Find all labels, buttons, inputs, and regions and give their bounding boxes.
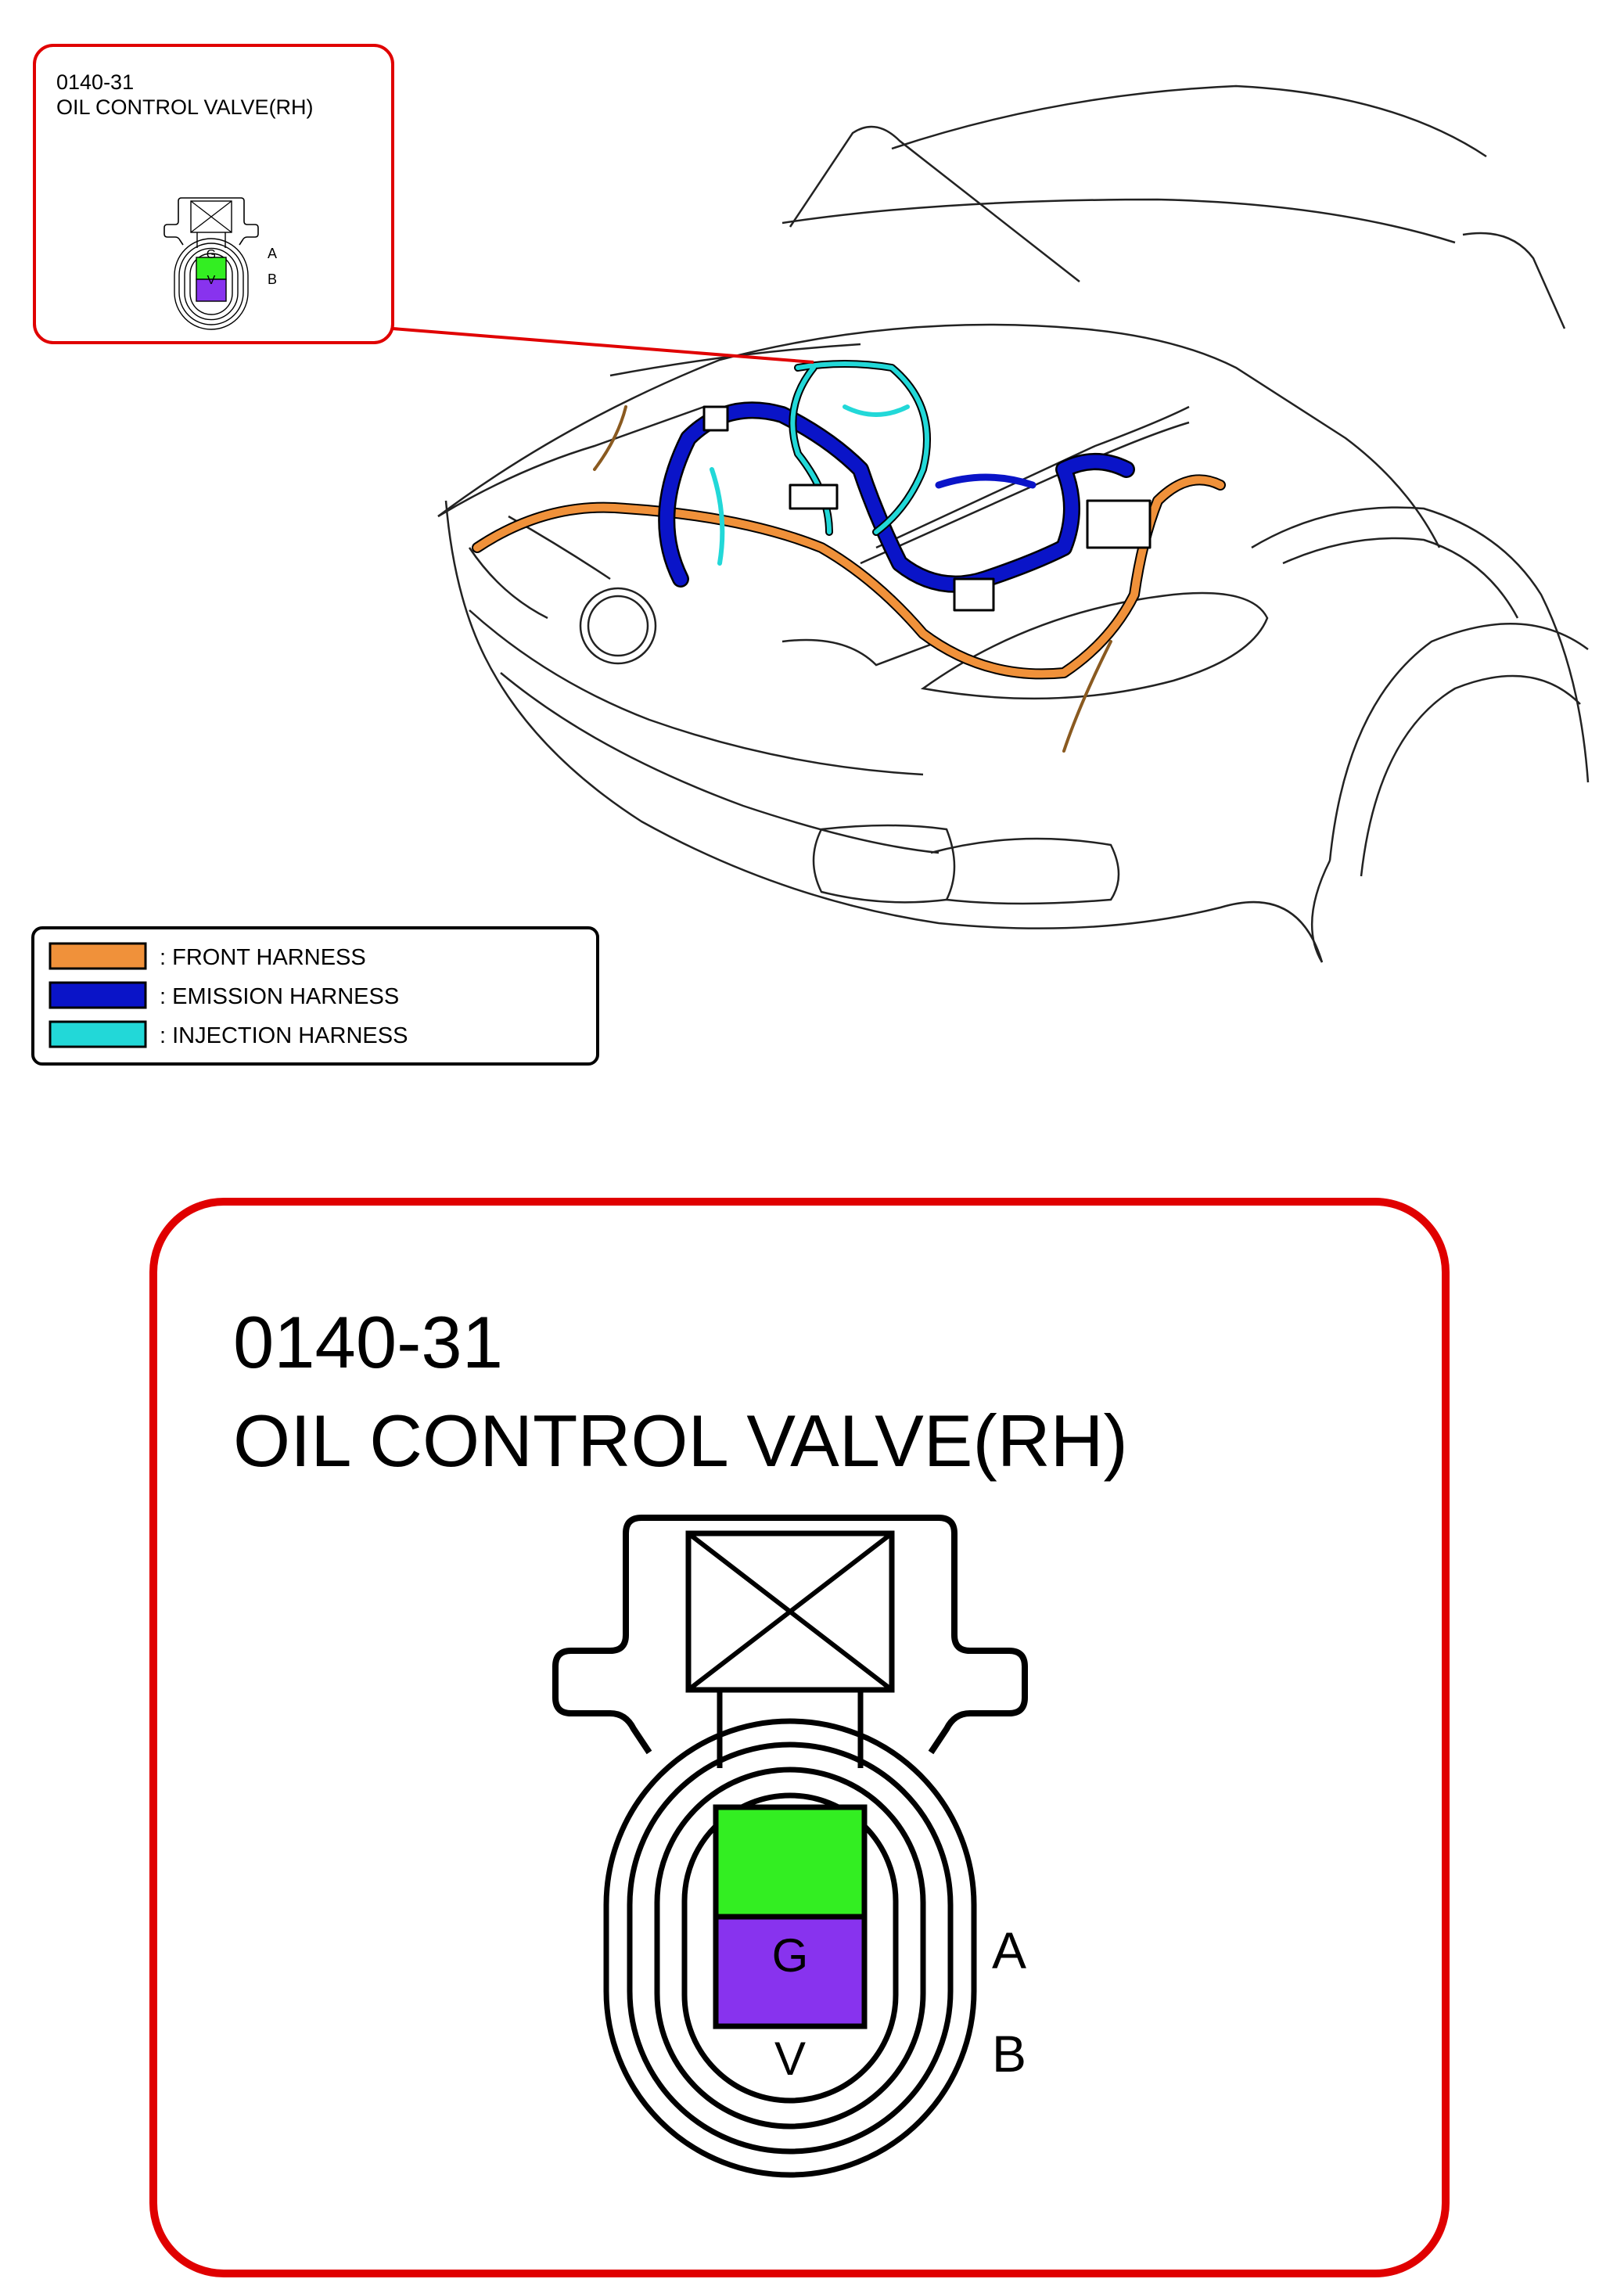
small-pin-g-label: G xyxy=(207,248,216,261)
small-pin-a-label: A xyxy=(268,246,277,261)
pin-b-wire-color: V xyxy=(774,2033,806,2085)
harness-legend: : FRONT HARNESS : EMISSION HARNESS : INJ… xyxy=(31,926,599,1066)
legend-swatch-emission xyxy=(49,981,147,1009)
legend-label-injection: : INJECTION HARNESS xyxy=(160,1023,408,1048)
small-connector-icon xyxy=(163,197,259,330)
pin-a-label: A xyxy=(992,1921,1026,1979)
small-callout-frame xyxy=(33,44,394,344)
small-pin-b-label: B xyxy=(268,271,277,287)
large-callout-frame xyxy=(149,1198,1450,2277)
pin-a-wire-color: G xyxy=(772,1929,809,1982)
small-connector-callout: 0140-31 OIL CONTROL VALVE(RH) G V A B xyxy=(33,44,814,364)
large-connector-callout: 0140-31 OIL CONTROL VALVE(RH) G V A B xyxy=(149,1198,1450,2277)
legend-label-front: : FRONT HARNESS xyxy=(160,945,366,970)
legend-swatch-front xyxy=(49,942,147,970)
legend-item-injection-harness: : INJECTION HARNESS xyxy=(49,1020,408,1048)
legend-swatch-injection xyxy=(49,1020,147,1048)
small-connector-code: 0140-31 xyxy=(56,70,134,94)
legend-frame xyxy=(31,926,599,1066)
legend-item-emission-harness: : EMISSION HARNESS xyxy=(49,981,399,1009)
large-connector-code: 0140-31 xyxy=(233,1301,503,1383)
callout-leader-line xyxy=(392,327,814,364)
vehicle-front-illustration xyxy=(437,84,1590,963)
small-connector-name: OIL CONTROL VALVE(RH) xyxy=(56,95,314,119)
large-connector-icon xyxy=(555,1518,1025,2175)
harness-routes xyxy=(472,360,1226,753)
legend-item-front-harness: : FRONT HARNESS xyxy=(49,942,366,970)
pin-b-cell xyxy=(713,1914,868,2029)
pin-a-cell xyxy=(713,1804,868,1920)
small-pin-v-label: V xyxy=(207,274,216,287)
large-connector-name: OIL CONTROL VALVE(RH) xyxy=(233,1400,1128,1482)
legend-label-emission: : EMISSION HARNESS xyxy=(160,984,399,1009)
pin-b-label: B xyxy=(992,2025,1026,2083)
